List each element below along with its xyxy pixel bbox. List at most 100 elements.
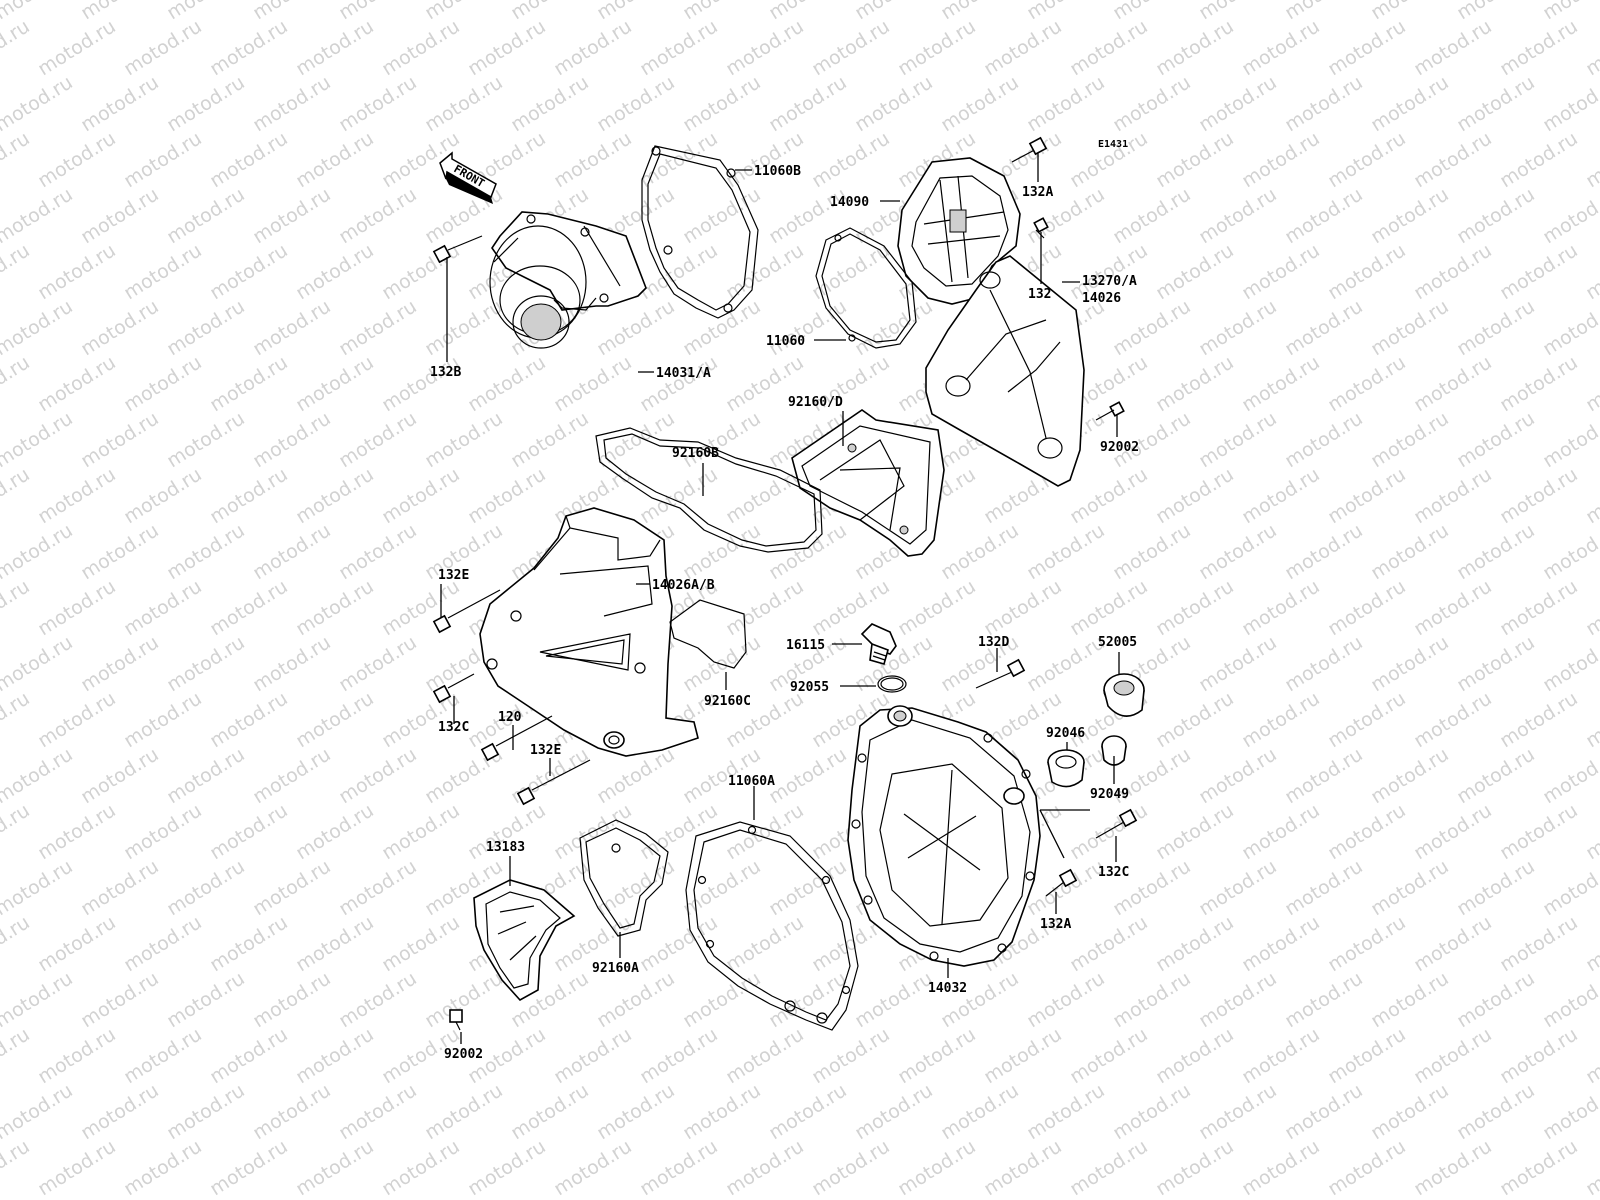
watermark-text: motod.ru (335, 967, 421, 1032)
watermark-text: motod.ru (765, 0, 851, 24)
watermark-text: motod.ru (421, 0, 507, 24)
watermark-text: motod.ru (980, 575, 1066, 640)
watermark-text: motod.ru (679, 967, 765, 1032)
leader-lines (440, 153, 1120, 1044)
watermark-text: motod.ru (335, 407, 421, 472)
label-132D: 132D (978, 635, 1009, 650)
label-92160D: 92160/D (788, 395, 843, 410)
watermark-text: motod.ru (1410, 575, 1496, 640)
watermark-text: motod.ru (120, 1135, 206, 1200)
watermark-text: motod.ru (77, 743, 163, 808)
watermark-text: motod.ru (335, 295, 421, 360)
bolt-132C-right (1095, 808, 1138, 839)
watermark-text: motod.ru (292, 351, 378, 416)
watermark-text: motod.ru (292, 463, 378, 528)
watermark-text: motod.ru (550, 351, 636, 416)
watermark-text: motod.ru (1023, 0, 1109, 24)
watermark-text: motod.ru (77, 519, 163, 584)
watermark-text: motod.ru (378, 1135, 464, 1200)
sprocket-cover-14026A (479, 507, 699, 757)
bolt-132A-top (1011, 136, 1048, 163)
watermark-text: motod.ru (1539, 407, 1600, 472)
watermark-text: motod.ru (1539, 295, 1600, 360)
watermark-text: motod.ru (765, 295, 851, 360)
watermark-text: motod.ru (1281, 295, 1367, 360)
bolt-132C-left (432, 673, 475, 704)
watermark-text: motod.ru (507, 0, 593, 24)
watermark-text: motod.ru (206, 351, 292, 416)
watermark-text: motod.ru (378, 351, 464, 416)
watermark-text: motod.ru (636, 1135, 722, 1200)
watermark-text: motod.ru (0, 1079, 77, 1144)
watermark-text: motod.ru (1367, 743, 1453, 808)
watermark-text: motod.ru (163, 743, 249, 808)
watermark-text: motod.ru (1238, 799, 1324, 864)
watermark-text: motod.ru (1152, 1135, 1238, 1200)
watermark-text: motod.ru (765, 71, 851, 136)
watermark-text: motod.ru (1195, 743, 1281, 808)
watermark-text: motod.ru (163, 0, 249, 24)
watermark-text: motod.ru (0, 855, 77, 920)
watermark-text: motod.ru (550, 127, 636, 192)
watermark-text: motod.ru (1023, 1079, 1109, 1144)
watermark-text: motod.ru (1453, 855, 1539, 920)
watermark-text: motod.ru (550, 1135, 636, 1200)
watermark-text: motod.ru (1066, 463, 1152, 528)
label-92002-right: 92002 (1100, 440, 1139, 455)
watermark-text: motod.ru (163, 855, 249, 920)
watermark-text: motod.ru (1410, 1135, 1496, 1200)
watermark-text: motod.ru (249, 855, 335, 920)
watermark-text: motod.ru (34, 239, 120, 304)
watermark-text: motod.ru (1496, 1023, 1582, 1088)
guide-13183 (473, 879, 576, 1002)
watermark-text: motod.ru (1582, 799, 1600, 864)
watermark-text: motod.ru (1496, 1135, 1582, 1200)
watermark-text: motod.ru (1582, 127, 1600, 192)
watermark-text: motod.ru (378, 463, 464, 528)
watermark-text: motod.ru (1539, 855, 1600, 920)
watermark-text: motod.ru (1195, 183, 1281, 248)
label-92055: 92055 (790, 680, 829, 695)
watermark-text: motod.ru (1281, 519, 1367, 584)
watermark-text: motod.ru (1410, 15, 1496, 80)
label-11060A: 11060A (728, 774, 775, 789)
watermark-text: motod.ru (1324, 239, 1410, 304)
watermark-text: motod.ru (636, 911, 722, 976)
watermark-text: motod.ru (120, 239, 206, 304)
watermark-text: motod.ru (34, 1023, 120, 1088)
watermark-text: motod.ru (636, 1023, 722, 1088)
watermark-text: motod.ru (1539, 183, 1600, 248)
watermark-text: motod.ru (0, 183, 77, 248)
watermark-text: motod.ru (1496, 687, 1582, 752)
watermark-text: motod.ru (292, 799, 378, 864)
watermark-text: motod.ru (1109, 1079, 1195, 1144)
watermark-text: motod.ru (1066, 15, 1152, 80)
clutch-cover-14032 (847, 705, 1041, 967)
label-120: 120 (498, 710, 522, 725)
watermark-text: motod.ru (1195, 0, 1281, 24)
watermark-text: motod.ru (249, 1079, 335, 1144)
watermark-text: motod.ru (593, 71, 679, 136)
watermark-text: motod.ru (0, 631, 77, 696)
watermark-text: motod.ru (1453, 71, 1539, 136)
label-11060: 11060 (766, 334, 805, 349)
watermark-text: motod.ru (249, 967, 335, 1032)
watermark-text: motod.ru (1152, 15, 1238, 80)
label-92049: 92049 (1090, 787, 1129, 802)
watermark-text: motod.ru (679, 519, 765, 584)
watermark-text: motod.ru (1410, 127, 1496, 192)
watermark-text: motod.ru (722, 127, 808, 192)
watermark-text: motod.ru (1066, 1135, 1152, 1200)
watermark-text: motod.ru (77, 295, 163, 360)
watermark-text: motod.ru (163, 1079, 249, 1144)
gasket-11060 (815, 227, 917, 349)
watermark-text: motod.ru (335, 71, 421, 136)
gasket-11060B (641, 145, 759, 319)
cover-14090 (897, 157, 1021, 305)
watermark-text: motod.ru (1152, 1023, 1238, 1088)
watermark-text: motod.ru (1324, 15, 1410, 80)
watermark-text: motod.ru (1066, 911, 1152, 976)
watermark-text: motod.ru (1582, 239, 1600, 304)
watermark-text: motod.ru (0, 295, 77, 360)
watermark-text: motod.ru (1023, 519, 1109, 584)
